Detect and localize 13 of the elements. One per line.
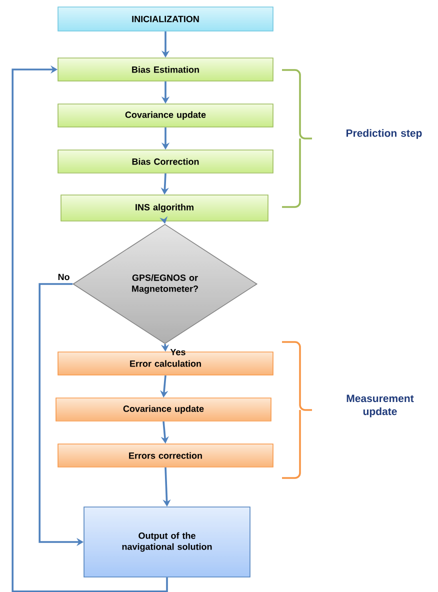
group-label: Prediction step <box>346 129 422 139</box>
process-box: INS algorithm <box>60 194 268 222</box>
edge-label: Yes <box>170 348 186 356</box>
group-label: Measurement update <box>346 394 414 418</box>
process-box: Errors correction <box>58 444 274 468</box>
edge-label: No <box>58 274 70 280</box>
process-box: INICIALIZATION <box>58 6 274 32</box>
process-box: Bias Estimation <box>58 58 274 82</box>
process-box: Covariance update <box>56 398 272 422</box>
process-box: Covariance update <box>58 104 274 128</box>
output-box: Output of the navigational solution <box>84 506 250 578</box>
process-box: Bias Correction <box>58 150 274 174</box>
arrow <box>12 65 168 592</box>
